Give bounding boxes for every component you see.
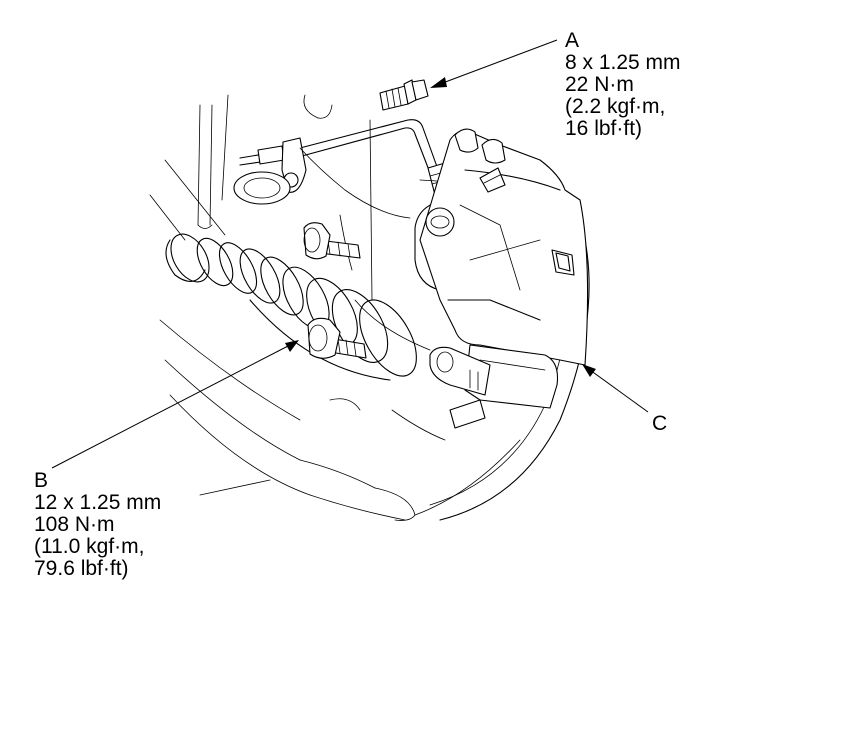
callout-a-letter: A bbox=[565, 29, 580, 52]
bolt-upper bbox=[303, 222, 361, 260]
suspension-outline bbox=[149, 94, 521, 521]
bolt-a bbox=[379, 79, 429, 111]
callout-b: B 12 x 1.25 mm 108 N·m (11.0 kgf·m, 79.6… bbox=[34, 470, 161, 580]
callout-c-letter: C bbox=[652, 412, 668, 435]
callout-a-torque-kgf: (2.2 kgf·m, bbox=[565, 95, 666, 118]
callout-b-torque-lbf: 79.6 lbf·ft) bbox=[34, 557, 129, 580]
arrowhead-c bbox=[582, 364, 596, 377]
leader-a bbox=[439, 39, 558, 85]
leader-c bbox=[589, 369, 649, 413]
callout-b-torque-kgf: (11.0 kgf·m, bbox=[34, 535, 145, 558]
bolt-b bbox=[307, 317, 367, 359]
callout-b-spec: 12 x 1.25 mm bbox=[34, 491, 162, 514]
arrowhead-b bbox=[285, 340, 299, 352]
leader-b bbox=[51, 344, 291, 469]
callout-c: C bbox=[652, 413, 667, 435]
callout-a-torque-lbf: 16 lbf·ft) bbox=[565, 117, 643, 140]
callout-a-torque-nm: 22 N·m bbox=[565, 73, 634, 96]
callout-a: A 8 x 1.25 mm 22 N·m (2.2 kgf·m, 16 lbf·… bbox=[565, 30, 681, 140]
callout-b-torque-nm: 108 N·m bbox=[34, 513, 115, 536]
arrowhead-a bbox=[430, 77, 447, 88]
callout-a-spec: 8 x 1.25 mm bbox=[565, 51, 681, 74]
leader-lines bbox=[51, 39, 649, 469]
brake-hose bbox=[233, 119, 453, 219]
caliper-body bbox=[414, 128, 589, 429]
callout-b-letter: B bbox=[34, 469, 49, 492]
drive-shaft-boot bbox=[165, 233, 417, 381]
